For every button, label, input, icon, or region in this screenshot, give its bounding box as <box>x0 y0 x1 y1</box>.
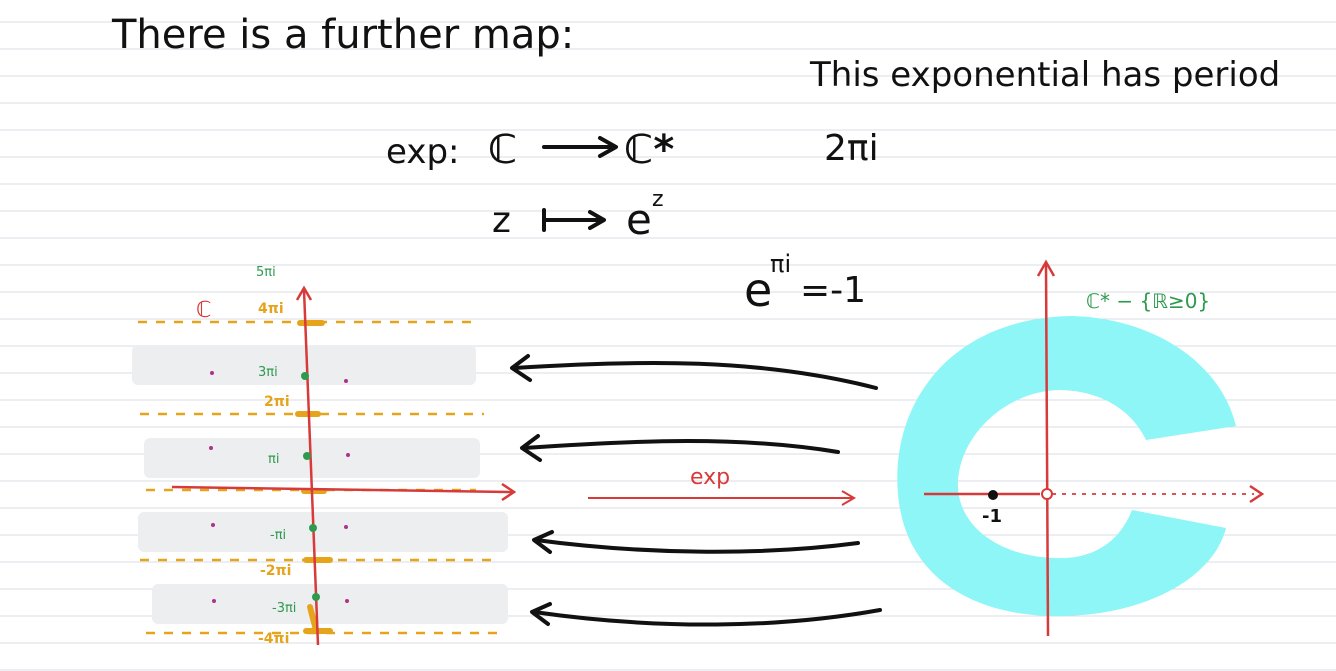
right-imag-axis <box>1044 263 1050 637</box>
curved-arrow-3 <box>534 538 860 554</box>
euler-rest: =-1 <box>800 270 866 311</box>
origin-open-point <box>1041 488 1053 500</box>
map-image-exp: z <box>652 187 664 212</box>
region-label: ℂ* − {ℝ≥0} <box>1086 289 1210 313</box>
gray-strips <box>132 345 508 624</box>
mapsto-head <box>588 210 606 230</box>
magenta-points <box>209 371 350 603</box>
euler-exponent: πi <box>770 250 791 278</box>
period-value: 2πi <box>824 128 879 169</box>
euler-base: e <box>744 263 772 317</box>
label-3pi-i: 3πi <box>258 365 278 380</box>
cyan-slit-annulus <box>897 316 1236 617</box>
map-var: z <box>492 200 511 241</box>
left-plane-label: ℂ <box>196 298 211 323</box>
minus-one-label: -1 <box>982 506 1002 527</box>
map-codomain: ℂ* <box>624 127 674 173</box>
label-4pi-i: 4πi <box>258 301 284 317</box>
label-neg-4pi-i: -4πi <box>258 631 289 647</box>
label-5pi-i: 5πi <box>256 265 276 280</box>
map-arrow-head <box>598 136 618 158</box>
map-exp-label: exp: <box>386 132 459 172</box>
minus-one-point <box>988 490 998 500</box>
left-imag-axis <box>302 289 320 646</box>
intro-text: There is a further map: <box>111 12 574 58</box>
curved-arrow-4 <box>532 608 882 627</box>
left-real-axis-head <box>501 482 517 502</box>
curved-arrow-3-head <box>532 530 554 554</box>
label-neg-2pi-i: -2πi <box>260 563 291 579</box>
period-text: This exponential has period <box>809 55 1280 95</box>
pullback-arrows <box>510 354 882 627</box>
exp-arrow-head <box>841 490 856 506</box>
right-real-axis-head <box>1249 484 1265 504</box>
left-real-axis <box>171 485 513 494</box>
curved-arrow-1-head <box>510 354 532 382</box>
map-domain: ℂ <box>488 127 517 173</box>
left-imag-axis-head <box>295 285 313 301</box>
right-imag-axis-head <box>1036 259 1056 277</box>
label-2pi-i: 2πi <box>264 394 290 410</box>
label-neg-3pi-i: -3πi <box>272 601 296 616</box>
curved-arrow-2 <box>522 439 840 454</box>
label-pi-i: πi <box>268 452 279 467</box>
label-neg-pi-i: -πi <box>270 528 286 543</box>
curved-arrow-4-head <box>530 602 552 626</box>
exp-arrow-label: exp <box>690 465 730 490</box>
map-image-base: e <box>626 195 652 244</box>
curved-arrow-1 <box>512 360 878 390</box>
green-points <box>301 372 320 601</box>
curved-arrow-2-head <box>520 434 542 462</box>
